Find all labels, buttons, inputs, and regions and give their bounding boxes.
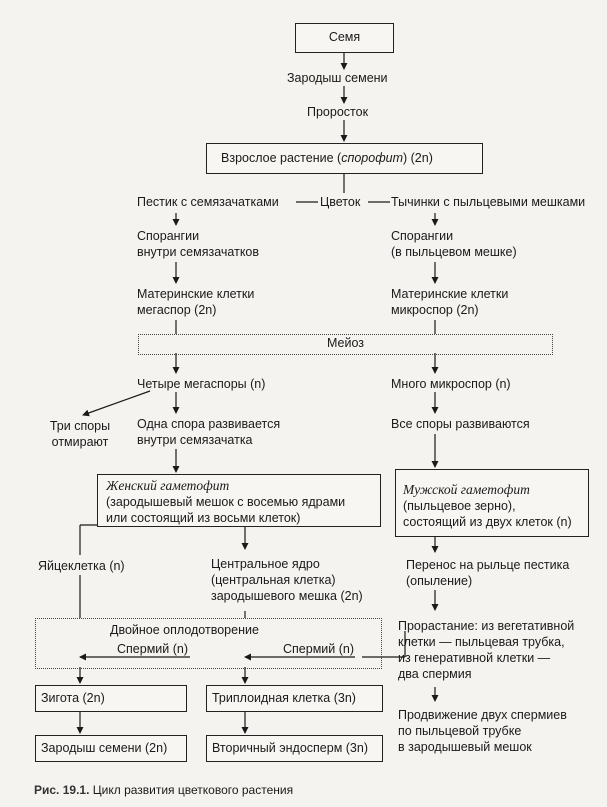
female-gametophyte-line-2: или состоящий из восьми клеток) bbox=[106, 511, 301, 525]
mother-right-1: Материнские клетки bbox=[391, 287, 509, 301]
sperm-movement-2: по пыльцевой трубке bbox=[398, 724, 522, 738]
pistil-label: Пестик с семязачатками bbox=[137, 195, 279, 209]
mother-left-1: Материнские клетки bbox=[137, 287, 255, 301]
four-megaspores-label: Четыре мегаспоры (n) bbox=[137, 377, 266, 391]
sporangia-left-2: внутри семязачатков bbox=[137, 245, 260, 259]
sprout-label: Проросток bbox=[307, 105, 369, 119]
three-spores-die-1: Три споры bbox=[49, 419, 111, 433]
one-spore-develops-1: Одна спора развивается bbox=[137, 417, 281, 431]
figure-number: Рис. 19.1. bbox=[34, 783, 90, 797]
double-fertilization-box bbox=[35, 618, 382, 669]
female-gametophyte-line-1: (зародышевый мешок с восемью ядрами bbox=[106, 495, 346, 509]
central-nucleus-2: (центральная клетка) bbox=[211, 573, 336, 587]
triploid-box bbox=[206, 685, 383, 712]
zygote-label: Зигота (2n) bbox=[41, 691, 105, 705]
sperm-left-label: Спермий (n) bbox=[117, 642, 189, 656]
female-gametophyte-box bbox=[97, 474, 381, 527]
seed-box bbox=[295, 23, 394, 53]
triploid-label: Триплоидная клетка (3n) bbox=[212, 691, 356, 705]
many-microspores-label: Много микроспор (n) bbox=[391, 377, 511, 391]
figure-caption-text: Цикл развития цветкового растения bbox=[92, 783, 294, 797]
germination-4: два спермия bbox=[398, 667, 472, 681]
adult-prefix: Взрослое растение ( bbox=[221, 151, 342, 165]
sporangia-right-1: Спорангии bbox=[391, 229, 454, 243]
sperm-movement-1: Продвижение двух спермиев bbox=[398, 708, 567, 722]
endosperm-box bbox=[206, 735, 383, 762]
stamens-label: Тычинки с пыльцевыми мешками bbox=[391, 195, 586, 209]
adult-plant-box bbox=[206, 143, 483, 174]
female-gametophyte-title: Женский гаметофит bbox=[106, 478, 229, 494]
central-nucleus-1: Центральное ядро bbox=[211, 557, 320, 571]
one-spore-develops-2: внутри семязачатка bbox=[137, 433, 253, 447]
meiosis-box bbox=[138, 334, 553, 355]
male-gametophyte-box bbox=[395, 469, 589, 537]
pollination-1: Перенос на рыльце пестика bbox=[406, 558, 570, 572]
zygote-box bbox=[35, 685, 187, 712]
mother-left-2: мегаспор (2n) bbox=[137, 303, 217, 317]
central-nucleus-3: зародышевого мешка (2n) bbox=[211, 589, 363, 603]
three-spores-die-2: отмирают bbox=[51, 435, 109, 449]
flower-label: Цветок bbox=[320, 195, 361, 209]
embryo-label: Зародыш семени bbox=[287, 71, 388, 85]
germination-2: клетки — пыльцевая трубка, bbox=[398, 635, 565, 649]
pollination-2: (опыление) bbox=[406, 574, 473, 588]
seed-label: Семя bbox=[328, 30, 361, 44]
embryo-seed-label: Зародыш семени (2n) bbox=[41, 741, 168, 755]
female-title-text: Женский гаметофит bbox=[106, 478, 230, 493]
sporophyte-italic: спорофит bbox=[341, 151, 403, 165]
mother-right-2: микроспор (2n) bbox=[391, 303, 479, 317]
male-title-text: Мужской гаметофит bbox=[403, 482, 530, 497]
endosperm-label: Вторичный эндосперм (3n) bbox=[212, 741, 368, 755]
egg-cell-label: Яйцеклетка (n) bbox=[38, 559, 125, 573]
sporangia-right-2: (в пыльцевом мешке) bbox=[391, 245, 517, 259]
adult-suffix: ) (2n) bbox=[403, 151, 433, 165]
all-spores-develop: Все споры развиваются bbox=[391, 417, 530, 431]
sperm-right-label: Спермий (n) bbox=[283, 642, 355, 656]
male-gametophyte-line-1: (пыльцевое зерно), bbox=[403, 499, 516, 513]
embryo-seed-box bbox=[35, 735, 187, 762]
sperm-movement-3: в зародышевый мешок bbox=[398, 740, 532, 754]
germination-1: Прорастание: из вегетативной bbox=[398, 619, 575, 633]
figure-caption: Рис. 19.1. Цикл развития цветкового раст… bbox=[34, 782, 293, 798]
adult-plant-label: Взрослое растение (спорофит) (2n) bbox=[221, 150, 433, 166]
male-gametophyte-line-2: состоящий из двух клеток (n) bbox=[403, 515, 572, 529]
sporangia-left-1: Спорангии bbox=[137, 229, 200, 243]
double-fertilization-label: Двойное оплодотворение bbox=[110, 623, 259, 637]
meiosis-label: Мейоз bbox=[326, 336, 365, 350]
male-gametophyte-title: Мужской гаметофит bbox=[403, 482, 530, 498]
germination-3: из генеративной клетки — bbox=[398, 651, 551, 665]
